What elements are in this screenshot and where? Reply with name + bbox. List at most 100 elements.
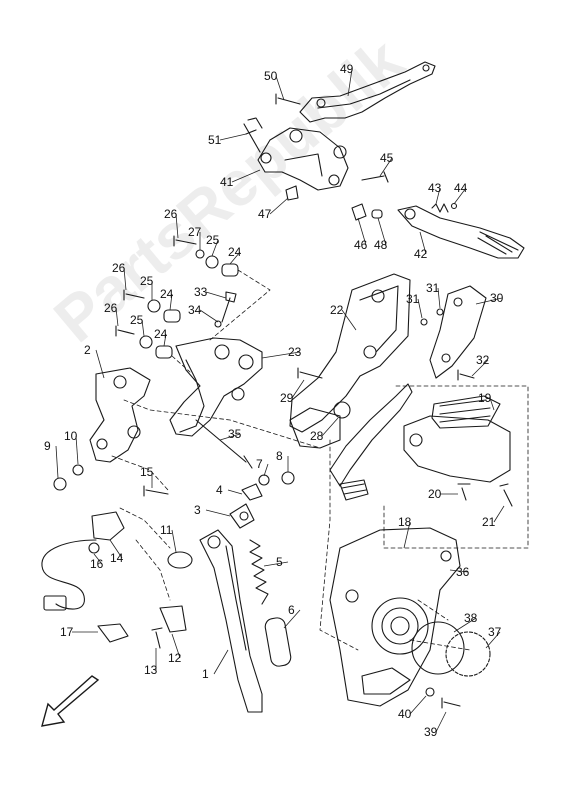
washer-27: [195, 249, 205, 259]
footrest-bracket-left: [89, 367, 151, 463]
callout-label-27: 27: [188, 225, 202, 239]
callout-label-28: 28: [310, 429, 324, 443]
callout-label-2: 2: [84, 343, 91, 357]
footrest-rubber-19: [431, 395, 501, 429]
callout-label-49: 49: [340, 62, 354, 76]
sidestand-switch: [91, 511, 125, 541]
sprocket-cover: [329, 527, 461, 707]
leader-line-24b: [169, 293, 173, 311]
clip-4: [241, 483, 263, 501]
rubber-31-b: [436, 308, 444, 316]
callout-label-50: 50: [264, 69, 278, 83]
ball-44: [450, 202, 458, 210]
callout-label-4: 4: [216, 483, 223, 497]
leader-line-10: [75, 435, 79, 465]
callout-label-13: 13: [144, 663, 158, 677]
leader-line-7: [263, 463, 269, 477]
bolt-26-c: [115, 325, 135, 337]
callout-label-20: 20: [428, 487, 442, 501]
leader-line-30: [475, 297, 503, 305]
leader-line-22: [341, 309, 357, 331]
callout-label-18: 18: [398, 515, 412, 529]
washer-48: [371, 209, 383, 219]
washer-40: [425, 687, 435, 697]
leader-line-11: [171, 529, 177, 553]
leader-line-4: [227, 489, 243, 495]
leader-line-26a: [175, 213, 179, 239]
callout-label-6: 6: [288, 603, 295, 617]
collar-25-b: [147, 299, 161, 313]
leader-line-23: [261, 351, 301, 359]
leader-line-51: [219, 133, 247, 141]
bolt-50: [275, 93, 301, 105]
leader-line-37: [485, 631, 501, 649]
callout-label-26c: 26: [104, 301, 118, 315]
clip-17: [97, 623, 129, 643]
callout-label-31b: 31: [426, 281, 440, 295]
callout-label-10: 10: [64, 429, 78, 443]
callout-label-43: 43: [428, 181, 442, 195]
bolt-16: [88, 542, 100, 554]
cap-8: [281, 471, 295, 485]
callout-label-25b: 25: [140, 274, 154, 288]
leader-line-6: [283, 609, 301, 629]
callout-label-25c: 25: [130, 313, 144, 327]
callout-label-19: 19: [478, 391, 492, 405]
leader-line-24c: [163, 333, 167, 347]
switch-cable: [41, 539, 97, 610]
callout-label-39: 39: [424, 725, 438, 739]
callout-label-34: 34: [188, 303, 202, 317]
callout-label-35: 35: [228, 427, 242, 441]
gasket-38: [411, 621, 465, 675]
leader-line-39: [435, 711, 447, 733]
callout-label-47: 47: [258, 207, 272, 221]
callout-label-24c: 24: [154, 327, 168, 341]
callout-label-46: 46: [354, 238, 368, 252]
brake-lever-rod: [179, 359, 205, 433]
sleeve-6: [264, 617, 292, 667]
pin-21: [499, 483, 513, 507]
callout-label-24b: 24: [160, 287, 174, 301]
callout-label-42: 42: [414, 247, 428, 261]
callout-label-26b: 26: [112, 261, 126, 275]
callout-label-1: 1: [202, 667, 209, 681]
callout-label-16: 16: [90, 557, 104, 571]
callout-label-30: 30: [490, 291, 504, 305]
washer-34: [214, 320, 222, 328]
leader-line-32: [471, 359, 489, 377]
stand-bracket: [169, 337, 263, 437]
leader-line-26b: [123, 267, 127, 291]
pivot-3: [229, 503, 255, 529]
callout-label-26a: 26: [164, 207, 178, 221]
leader-line-16: [93, 553, 103, 565]
leader-line-29: [291, 379, 305, 399]
leader-line-45: [379, 157, 393, 177]
callout-label-21: 21: [482, 515, 496, 529]
leader-line-47: [269, 197, 289, 215]
leader-line-35: [219, 433, 241, 441]
leader-line-21: [493, 505, 505, 523]
callout-label-8: 8: [276, 449, 283, 463]
leader-line-36: [449, 569, 469, 573]
callout-label-22: 22: [330, 303, 344, 317]
bushing-24-c: [155, 345, 173, 359]
leader-line-24a: [229, 251, 241, 265]
callout-label-7: 7: [256, 457, 263, 471]
leader-line-19: [489, 397, 495, 411]
leader-line-12: [171, 633, 181, 659]
screw-32: [457, 369, 475, 381]
callout-label-25a: 25: [206, 233, 220, 247]
leader-line-3: [205, 509, 231, 517]
callout-label-5: 5: [276, 555, 283, 569]
leader-line-1: [213, 649, 229, 675]
leader-line-2: [95, 349, 105, 379]
footrest-holder-bracket: [257, 127, 349, 191]
leader-line-43: [435, 187, 441, 205]
callout-label-23: 23: [288, 345, 302, 359]
pin-46: [351, 203, 367, 221]
callout-label-11: 11: [160, 523, 173, 537]
bolt-26-b: [123, 289, 145, 301]
shift-pedal: [329, 383, 413, 487]
bushing-24-b: [163, 309, 181, 323]
leader-line-49: [347, 68, 353, 97]
